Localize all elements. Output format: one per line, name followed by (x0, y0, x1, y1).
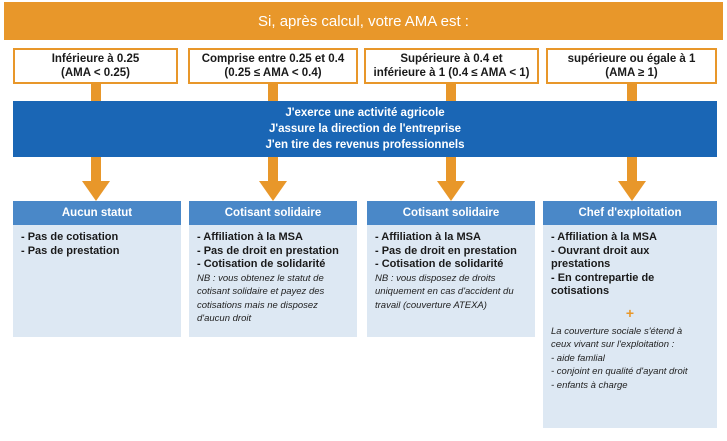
banner-line: J'en tire des revenus professionnels (265, 139, 465, 151)
condition-formula: inférieure à 1 (0.4 ≤ AMA < 1) (373, 67, 530, 79)
condition-box-3: Supérieure à 0.4 et inférieure à 1 (0.4 ≤… (364, 48, 539, 84)
status-title: Cotisant solidaire (402, 207, 500, 219)
panel-note: d'aucun droit (197, 313, 252, 324)
condition-label: Comprise entre 0.25 et 0.4 (201, 53, 345, 65)
banner-line: J'exerce une activité agricole (285, 107, 445, 119)
panel-item: cotisations (551, 285, 610, 297)
status-header-4: Chef d'exploitation (543, 201, 717, 225)
condition-box-2: Comprise entre 0.25 et 0.4 (0.25 ≤ AMA < … (188, 48, 358, 84)
panel-note: NB : vous obtenez le statut de (197, 272, 324, 284)
status-panel-2: - Affiliation à la MSA - Pas de droit en… (189, 225, 357, 337)
panel-item: - Cotisation de solidarité (375, 258, 504, 270)
panel-note: uniquement en cas d'accident du (375, 286, 514, 297)
connector-stem (627, 84, 637, 101)
panel-note: cotisant solidaire et payez des (197, 286, 325, 297)
panel-note: - aide famlial (551, 352, 605, 364)
panel-note: travail (couverture ATEXA) (375, 299, 487, 311)
status-header-1: Aucun statut (13, 201, 181, 225)
connector-stem (446, 84, 456, 101)
condition-label: Supérieure à 0.4 et (400, 53, 503, 65)
panel-item: prestations (551, 258, 611, 270)
condition-box-4: supérieure ou égale à 1 (AMA ≥ 1) (546, 48, 717, 84)
panel-item: - Pas de prestation (21, 244, 120, 257)
down-arrow-icon (618, 157, 646, 203)
down-arrow-icon (82, 157, 110, 203)
down-arrow-icon (259, 157, 287, 203)
condition-formula: (AMA ≥ 1) (605, 67, 658, 79)
panel-item: - Affiliation à la MSA (375, 231, 481, 243)
panel-note: La couverture sociale s'étend à (551, 325, 683, 337)
panel-item: - Pas de droit en prestation (375, 244, 517, 257)
panel-note: NB : vous disposez de droits (375, 272, 496, 284)
status-panel-1: - Pas de cotisation - Pas de prestation (13, 225, 181, 337)
condition-formula: (0.25 ≤ AMA < 0.4) (224, 67, 322, 79)
condition-formula: (AMA < 0.25) (61, 67, 130, 79)
panel-note: - conjoint en qualité d'ayant droit (551, 366, 688, 377)
status-title: Aucun statut (61, 207, 133, 219)
down-arrow-icon (437, 157, 465, 203)
status-header-2: Cotisant solidaire (189, 201, 357, 225)
panel-item: - Affiliation à la MSA (551, 231, 657, 243)
panel-item: - Affiliation à la MSA (197, 231, 303, 243)
header-title: Si, après calcul, votre AMA est : (258, 12, 469, 30)
panel-note: ceux vivant sur l'exploitation : (551, 339, 675, 350)
panel-item: - Cotisation de solidarité (197, 258, 326, 270)
connector-stem (268, 84, 278, 101)
header-bar: Si, après calcul, votre AMA est : (4, 2, 723, 40)
panel-item: - Pas de droit en prestation (197, 244, 339, 257)
status-panel-3: - Affiliation à la MSA - Pas de droit en… (367, 225, 535, 337)
panel-note: cotisations mais ne disposez (197, 299, 318, 311)
condition-box-1: Inférieure à 0.25 (AMA < 0.25) (13, 48, 178, 84)
panel-item: - En contrepartie de (551, 271, 655, 284)
criteria-banner: J'exerce une activité agricole J'assure … (13, 101, 717, 157)
condition-label: Inférieure à 0.25 (51, 53, 140, 65)
condition-label: supérieure ou égale à 1 (567, 53, 696, 65)
plus-icon: + (625, 304, 635, 321)
status-title: Cotisant solidaire (224, 207, 322, 219)
status-panel-4: - Affiliation à la MSA - Ouvrant droit a… (543, 225, 717, 428)
panel-note: - enfants à charge (551, 379, 628, 391)
connector-stem (91, 84, 101, 101)
banner-line: J'assure la direction de l'entreprise (268, 123, 462, 135)
status-header-3: Cotisant solidaire (367, 201, 535, 225)
panel-item: - Pas de cotisation (21, 231, 119, 243)
status-title: Chef d'exploitation (578, 207, 682, 219)
panel-item: - Ouvrant droit aux (551, 244, 650, 257)
